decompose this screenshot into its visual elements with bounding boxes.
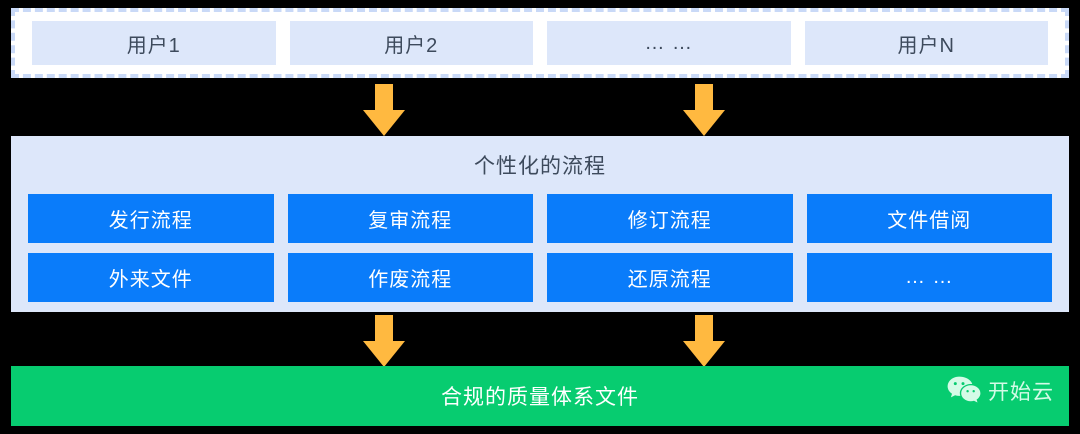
user-box-1-label: 用户1 [126, 34, 181, 57]
arrow-down-icon-users-to-process-left [363, 84, 405, 136]
process-row-2: 外来文件 作废流程 还原流程 … … [21, 253, 1059, 302]
arrow-head [363, 341, 405, 367]
process-box-borrow[interactable]: 文件借阅 [806, 194, 1052, 243]
process-box-review[interactable]: 复审流程 [287, 194, 533, 243]
user-box-ellipsis-label: … … [644, 31, 694, 54]
arrow-shaft [375, 84, 393, 112]
arrow-shaft [375, 315, 393, 343]
process-box-revision-label: 修订流程 [627, 210, 712, 232]
user-box-2-label: 用户2 [384, 34, 439, 57]
process-box-external-label: 外来文件 [108, 269, 193, 291]
watermark: 开始云 [947, 376, 1054, 406]
arrow-down-icon-process-to-result-left [363, 315, 405, 367]
user-box-2[interactable]: 用户2 [289, 21, 533, 65]
process-box-revision[interactable]: 修订流程 [547, 194, 793, 243]
process-box-issue-label: 发行流程 [108, 210, 193, 232]
arrow-shaft [695, 315, 713, 343]
arrow-down-icon-users-to-process-right [683, 84, 725, 136]
process-box-obsolete[interactable]: 作废流程 [287, 253, 533, 302]
arrow-head [363, 110, 405, 136]
arrow-head [683, 110, 725, 136]
user-box-ellipsis[interactable]: … … [547, 21, 791, 65]
watermark-text: 开始云 [988, 381, 1054, 404]
process-row-1: 发行流程 复审流程 修订流程 文件借阅 [21, 194, 1059, 243]
process-box-external[interactable]: 外来文件 [28, 253, 274, 302]
result-bar: 合规的质量体系文件 [11, 366, 1069, 426]
process-box-borrow-label: 文件借阅 [887, 210, 972, 232]
process-panel-title: 个性化的流程 [474, 155, 606, 178]
user-box-n[interactable]: 用户N [804, 21, 1048, 65]
process-box-restore[interactable]: 还原流程 [547, 253, 793, 302]
arrow-down-icon-process-to-result-right [683, 315, 725, 367]
user-box-1[interactable]: 用户1 [32, 21, 276, 65]
arrow-shaft [695, 84, 713, 112]
wechat-icon [947, 376, 981, 406]
process-box-review-label: 复审流程 [368, 210, 453, 232]
user-box-n-label: 用户N [897, 34, 955, 57]
process-box-issue[interactable]: 发行流程 [28, 194, 274, 243]
process-box-restore-label: 还原流程 [627, 269, 712, 291]
process-box-obsolete-label: 作废流程 [368, 269, 453, 291]
arrow-head [683, 341, 725, 367]
process-box-ellipsis-label: … … [904, 266, 954, 288]
process-box-ellipsis[interactable]: … … [806, 253, 1052, 302]
user-layer-container: 用户1 用户2 … … 用户N [11, 8, 1069, 78]
result-bar-label: 合规的质量体系文件 [441, 386, 639, 409]
process-panel: 个性化的流程 发行流程 复审流程 修订流程 文件借阅 外来文件 作废流程 [11, 136, 1069, 312]
